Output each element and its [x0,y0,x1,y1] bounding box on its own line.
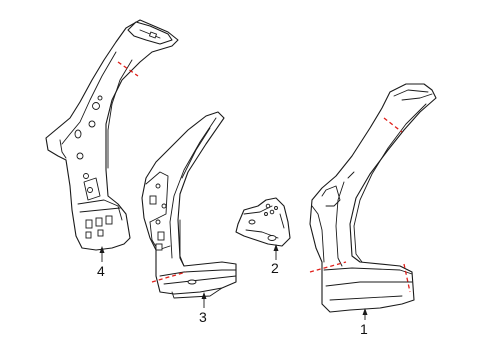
part-3-hinge-pillar-lower [141,111,237,299]
callout-part-3: 3 [199,309,207,325]
callout-part-1: 1 [360,321,368,337]
leader-part-4 [99,246,105,262]
callout-part-2: 2 [271,260,279,276]
part-4-hinge-pillar-upper [45,19,179,251]
part-1-outer-pillar-panel [309,83,437,313]
cut-line-part-3 [151,271,187,283]
leader-part-1 [362,308,368,320]
leader-part-3 [201,292,207,308]
callout-part-4: 4 [97,263,105,279]
leader-part-2 [273,244,279,260]
cut-line-part-1-upper [383,117,403,133]
cut-line-part-1-left [309,261,347,273]
part-2-reinforcement-bracket [235,197,291,247]
cut-line-part-1-right [403,263,411,293]
